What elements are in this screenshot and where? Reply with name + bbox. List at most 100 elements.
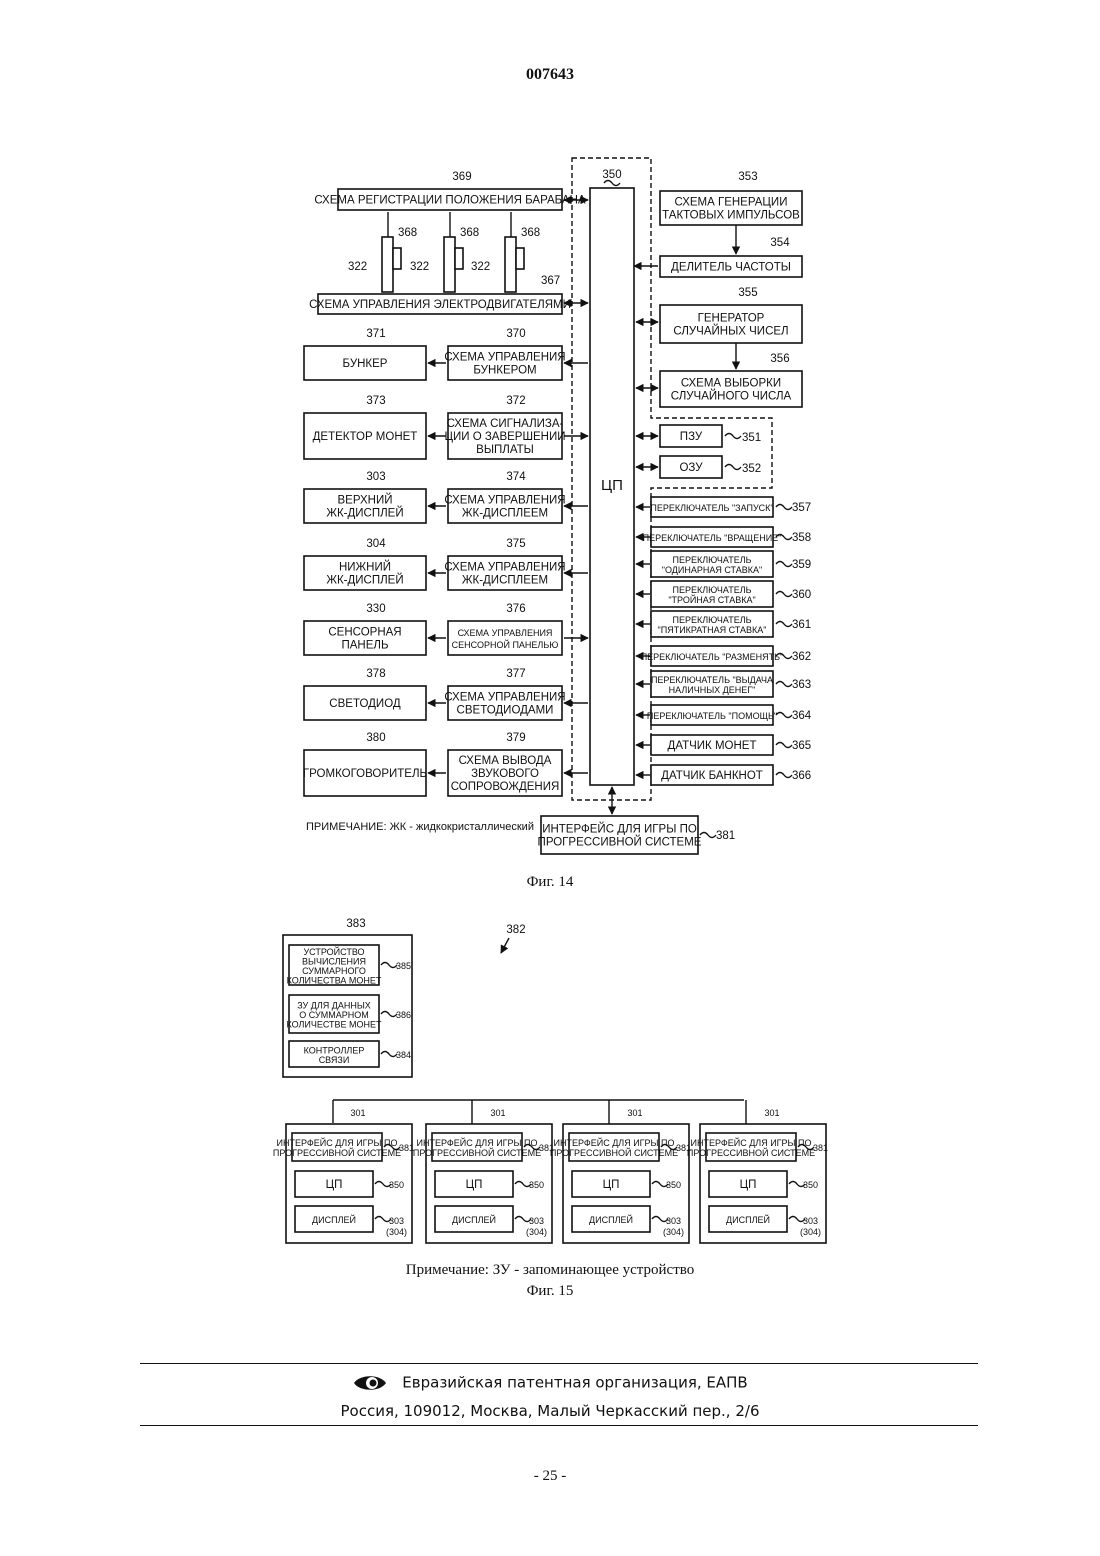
device-block-303-text: ЖК-ДИСПЛЕЙ <box>326 507 403 520</box>
input-block-362: ПЕРЕКЛЮЧАТЕЛЬ "РАЗМЕНЯТЬ" <box>641 646 784 666</box>
machine-cpu-1-text: ЦП <box>326 1179 343 1191</box>
memory-ref-351: 351 <box>742 432 761 444</box>
cpu-ref-number: 350 <box>602 169 621 181</box>
controller-block-379: СХЕМА ВЫВОДАЗВУКОВОГОСОПРОВОЖДЕНИЯ <box>448 750 562 796</box>
machine-cpu-4: ЦП <box>709 1171 787 1197</box>
machine-interface-4-text: ПРОГРЕССИВНОЙ СИСТЕМЕ <box>687 1147 815 1158</box>
server-block-384: КОНТРОЛЛЕРСВЯЗИ <box>289 1041 379 1067</box>
machine-display-4-text: ДИСПЛЕЙ <box>726 1214 770 1225</box>
machine-cpu-ref-1: 350 <box>389 1180 404 1190</box>
input-ref-363: 363 <box>792 679 811 691</box>
input-block-361: ПЕРЕКЛЮЧАТЕЛЬ"ПЯТИКРАТНАЯ СТАВКА" <box>651 611 773 637</box>
machine-display-3: ДИСПЛЕЙ <box>572 1206 650 1232</box>
controller-block-379-text: СХЕМА ВЫВОДА <box>459 755 552 767</box>
motor-control-circuit: СХЕМА УПРАВЛЕНИЯ ЭЛЕКТРОДВИГАТЕЛЯМИ <box>309 294 571 314</box>
machine-display-1-text: ДИСПЛЕЙ <box>312 1214 356 1225</box>
input-block-366: ДАТЧИК БАНКНОТ <box>651 765 773 785</box>
controller-block-374-text: СХЕМА УПРАВЛЕНИЯ <box>444 495 565 507</box>
drum-position-circuit: СХЕМА РЕГИСТРАЦИИ ПОЛОЖЕНИЯ БАРАБАНА <box>314 189 586 210</box>
controller-ref-379: 379 <box>506 732 525 744</box>
frequency-divider-block-text: ДЕЛИТЕЛЬ ЧАСТОТЫ <box>671 262 791 274</box>
device-block-304-text: НИЖНИЙ <box>339 561 391 574</box>
device-block-330-text: СЕНСОРНАЯ <box>328 627 401 639</box>
device-block-304: НИЖНИЙЖК-ДИСПЛЕЙ <box>304 556 426 590</box>
controller-block-375-text: СХЕМА УПРАВЛЕНИЯ <box>444 562 565 574</box>
device-block-303-text: ВЕРХНИЙ <box>337 494 392 507</box>
machine-cpu-3: ЦП <box>572 1171 650 1197</box>
machine-ref-4: 301 <box>764 1108 779 1118</box>
input-ref-357: 357 <box>792 502 811 514</box>
input-block-360-text: "ТРОЙНАЯ СТАВКА" <box>668 594 755 605</box>
server-ref-386: 386 <box>396 1010 411 1020</box>
controller-block-370-text: СХЕМА УПРАВЛЕНИЯ <box>444 352 565 364</box>
drum-ref-number: 369 <box>452 171 471 183</box>
controller-ref-372: 372 <box>506 395 525 407</box>
device-block-373-text: ДЕТЕКТОР МОНЕТ <box>313 431 418 443</box>
controller-block-376-text: СХЕМА УПРАВЛЕНИЯ <box>458 628 553 638</box>
figure-14-caption: Фиг. 14 <box>0 874 1100 891</box>
reel-1 <box>382 237 393 292</box>
clock-generator-block-text: СХЕМА ГЕНЕРАЦИИ <box>675 197 788 209</box>
machine-cpu-ref-2: 350 <box>529 1180 544 1190</box>
input-block-359-text: ПЕРЕКЛЮЧАТЕЛЬ <box>672 555 751 565</box>
device-block-303: ВЕРХНИЙЖК-ДИСПЛЕЙ <box>304 489 426 523</box>
machine-display-alt-ref-1: (304) <box>386 1227 407 1237</box>
input-ref-359: 359 <box>792 559 811 571</box>
memory-block-351-text: ПЗУ <box>680 431 703 443</box>
machine-display-alt-ref-2: (304) <box>526 1227 547 1237</box>
input-block-360: ПЕРЕКЛЮЧАТЕЛЬ"ТРОЙНАЯ СТАВКА" <box>651 581 773 607</box>
reel-ref-number-3: 322 <box>471 261 490 273</box>
machine-display-2: ДИСПЛЕЙ <box>435 1206 513 1232</box>
drum-position-circuit-text: СХЕМА РЕГИСТРАЦИИ ПОЛОЖЕНИЯ БАРАБАНА <box>314 195 586 207</box>
input-block-358-text: ПЕРЕКЛЮЧАТЕЛЬ "ВРАЩЕНИЕ" <box>643 533 782 543</box>
input-block-362-text: ПЕРЕКЛЮЧАТЕЛЬ "РАЗМЕНЯТЬ" <box>641 652 784 662</box>
memory-block-352-text: ОЗУ <box>679 462 703 474</box>
motor-2 <box>455 248 463 269</box>
input-ref-364: 364 <box>792 710 812 722</box>
device-block-380: ГРОМКОГОВОРИТЕЛЬ <box>303 750 427 796</box>
device-block-304-text: ЖК-ДИСПЛЕЙ <box>326 574 403 587</box>
footer-rule-top <box>140 1363 978 1364</box>
motor-ref-number-2: 368 <box>460 227 479 239</box>
memory-leader-351 <box>725 434 741 439</box>
input-block-366-text: ДАТЧИК БАНКНОТ <box>661 770 763 782</box>
figure-14-diagram: ЦП350СХЕМА РЕГИСТРАЦИИ ПОЛОЖЕНИЯ БАРАБАН… <box>0 0 1100 900</box>
machine-display-ref-2: 303 <box>529 1216 544 1226</box>
device-block-371: БУНКЕР <box>304 346 426 380</box>
random-sampling-block-text: СХЕМА ВЫБОРКИ <box>681 378 781 390</box>
input-block-363-text: ПЕРЕКЛЮЧАТЕЛЬ "ВЫДАЧА <box>651 675 773 685</box>
device-ref-378: 378 <box>366 668 385 680</box>
memory-ref-352: 352 <box>742 463 761 475</box>
input-block-357: ПЕРЕКЛЮЧАТЕЛЬ "ЗАПУСК" <box>650 497 773 517</box>
motor-ref-number-1: 368 <box>398 227 417 239</box>
device-ref-380: 380 <box>366 732 385 744</box>
controller-block-379-text: СОПРОВОЖДЕНИЯ <box>451 781 560 793</box>
motor-control-ref-number: 367 <box>541 275 560 287</box>
input-block-364-text: ПЕРЕКЛЮЧАТЕЛЬ "ПОМОЩЬ" <box>647 711 777 721</box>
sampling-ref-number: 356 <box>770 353 789 365</box>
server-block-385-text: УСТРОЙСТВО <box>303 946 364 957</box>
machine-display-ref-1: 303 <box>389 1216 404 1226</box>
motor-control-circuit-text: СХЕМА УПРАВЛЕНИЯ ЭЛЕКТРОДВИГАТЕЛЯМИ <box>309 299 571 311</box>
machine-display-ref-3: 303 <box>666 1216 681 1226</box>
input-block-359-text: "ОДИНАРНАЯ СТАВКА" <box>662 565 762 575</box>
input-leader-359 <box>776 562 792 567</box>
server-block-386: ЗУ ДЛЯ ДАННЫХО СУММАРНОМКОЛИЧЕСТВЕ МОНЕТ <box>286 995 382 1033</box>
input-ref-365: 365 <box>792 740 811 752</box>
page-number: - 25 - <box>0 1468 1100 1485</box>
controller-block-372: СХЕМА СИГНАЛИЗА-ЦИИ О ЗАВЕРШЕНИИВЫПЛАТЫ <box>444 413 565 459</box>
memory-leader-352 <box>725 465 741 470</box>
footer-rule-bottom <box>140 1425 978 1426</box>
fig14-note: ПРИМЕЧАНИЕ: ЖК - жидкокристаллический <box>306 821 534 833</box>
controller-block-377: СХЕМА УПРАВЛЕНИЯСВЕТОДИОДАМИ <box>444 686 565 720</box>
controller-block-377-text: СХЕМА УПРАВЛЕНИЯ <box>444 692 565 704</box>
input-leader-357 <box>776 505 792 510</box>
footer-organization: Евразийская патентная организация, ЕАПВ <box>0 1372 1100 1394</box>
server-ref-385: 385 <box>396 961 411 971</box>
reel-ref-number-2: 322 <box>410 261 429 273</box>
input-leader-360 <box>776 592 792 597</box>
machine-interface-3: ИНТЕРФЕЙС ДЛЯ ИГРЫ ПОПРОГРЕССИВНОЙ СИСТЕ… <box>550 1133 678 1161</box>
machine-cpu-2-text: ЦП <box>466 1179 483 1191</box>
device-block-378: СВЕТОДИОД <box>304 686 426 720</box>
input-block-359: ПЕРЕКЛЮЧАТЕЛЬ"ОДИНАРНАЯ СТАВКА" <box>651 551 773 577</box>
